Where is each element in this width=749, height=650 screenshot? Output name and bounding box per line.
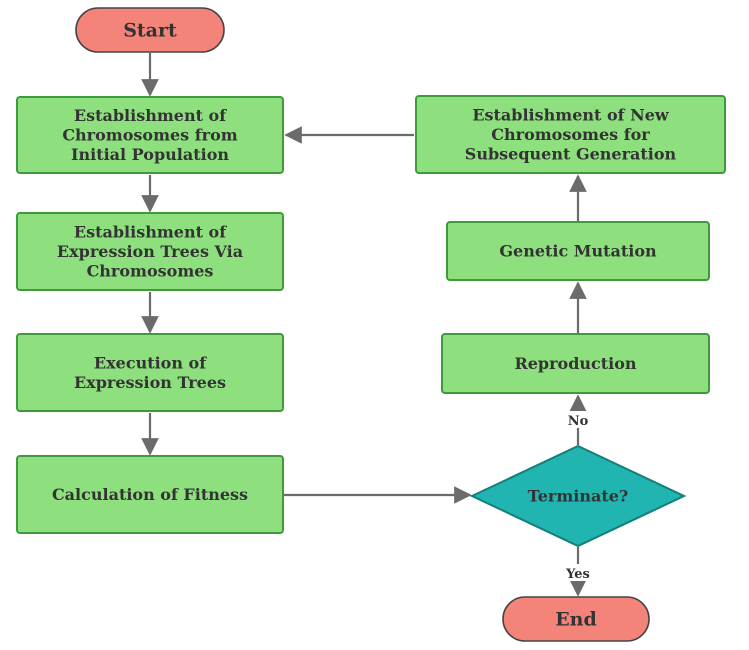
node-end: End: [502, 596, 650, 642]
edge-label-background: [563, 411, 593, 428]
expression-trees-label-line-2: Expression Trees Via: [57, 242, 243, 261]
establish-chromosomes-label-line-1: Establishment of: [74, 106, 227, 125]
node-fitness: Calculation of Fitness: [16, 455, 284, 534]
end-label-line-1: End: [555, 609, 597, 631]
execution-label-line-2: Expression Trees: [74, 373, 226, 392]
new-chromosomes-label-line-2: Chromosomes for: [491, 125, 650, 144]
execution-label-line-1: Execution of: [94, 353, 207, 372]
new-chromosomes-label-line-3: Subsequent Generation: [465, 145, 677, 164]
node-reproduction: Reproduction: [441, 333, 710, 394]
reproduction-process-box: [441, 333, 710, 394]
end-terminal-shape: [502, 596, 650, 642]
terminate-decision-shape: [469, 444, 687, 548]
edge-label-background: [563, 564, 593, 581]
establish-chromosomes-label-line-2: Chromosomes from: [62, 126, 237, 145]
reproduction-label-line-1: Reproduction: [514, 354, 636, 373]
edge-label-no: No: [568, 414, 589, 429]
terminate-label-line-1: Terminate?: [528, 487, 629, 506]
new-chromosomes-process-box: [415, 95, 726, 174]
expression-trees-label-line-1: Establishment of: [74, 223, 227, 242]
execution-process-box: [16, 333, 284, 412]
expression-trees-label-line-3: Chromosomes: [87, 262, 214, 281]
start-label-line-1: Start: [123, 20, 177, 42]
start-terminal-shape: [75, 7, 225, 53]
establish-chromosomes-process-box: [16, 96, 284, 174]
mutation-process-box: [446, 221, 710, 281]
new-chromosomes-label-line-1: Establishment of New: [472, 106, 670, 125]
expression-trees-process-box: [16, 212, 284, 291]
edge-label-yes: Yes: [565, 567, 590, 582]
fitness-process-box: [16, 455, 284, 534]
establish-chromosomes-label-line-3: Initial Population: [71, 145, 229, 164]
node-start: Start: [75, 7, 225, 53]
mutation-label-line-1: Genetic Mutation: [499, 242, 657, 261]
fitness-label-line-1: Calculation of Fitness: [52, 485, 248, 504]
node-terminate: Terminate?: [469, 444, 687, 548]
node-mutation: Genetic Mutation: [446, 221, 710, 281]
